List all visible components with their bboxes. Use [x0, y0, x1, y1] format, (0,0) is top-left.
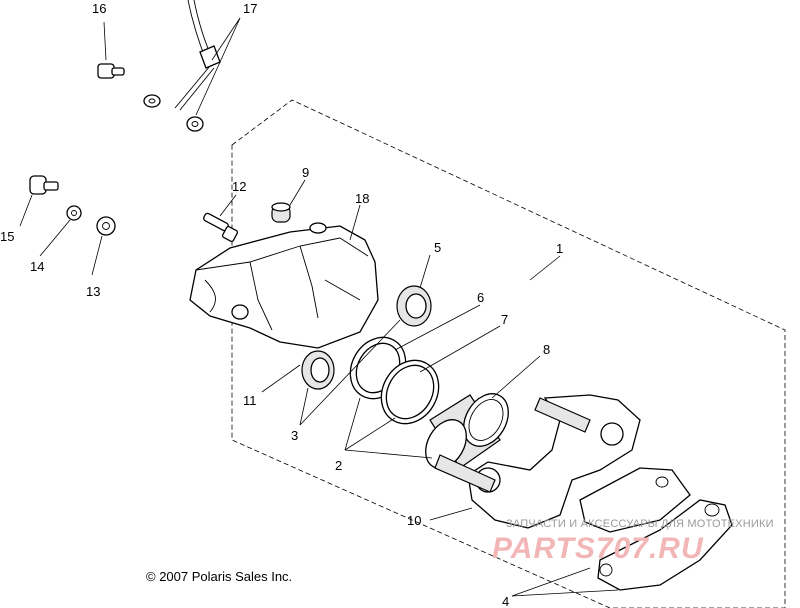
callout-18: 18	[355, 191, 369, 206]
piston-8-part	[425, 393, 509, 469]
watermark-tagline: ЗАПЧАСТИ И АКСЕССУАРЫ ДЛЯ МОТОТЕХНИКИ	[506, 518, 774, 530]
callout-2: 2	[335, 458, 342, 473]
leader-lines	[19, 17, 619, 597]
callout-14: 14	[30, 259, 44, 274]
caliper-body-part	[189, 222, 379, 349]
washer-14-part	[66, 205, 82, 221]
washer-17b-hole	[191, 121, 199, 127]
copyright-text: © 2007 Polaris Sales Inc.	[146, 569, 292, 584]
callout-15: 15	[0, 229, 14, 244]
bleeder-12-part	[203, 212, 239, 243]
seal-3a-part	[301, 350, 335, 390]
brake-line-part	[174, 0, 221, 111]
seal-3b-part	[396, 285, 432, 327]
callout-16: 16	[92, 1, 106, 16]
callout-6: 6	[477, 290, 484, 305]
bolt-15-part	[29, 175, 59, 195]
callout-10: 10	[407, 513, 421, 528]
washer-13-hole	[102, 222, 110, 230]
callout-5: 5	[434, 240, 441, 255]
watermark-brand: PARTS707.RU	[492, 532, 704, 565]
callout-13: 13	[86, 284, 100, 299]
bolt-16-part	[97, 63, 125, 79]
callout-3: 3	[291, 428, 298, 443]
washer-13-part	[96, 216, 116, 236]
washer-17a-part	[143, 94, 161, 108]
bracket-10-part	[434, 394, 641, 529]
washer-17a-hole	[148, 98, 156, 104]
brake-pad-4b-part	[597, 499, 733, 591]
callout-8: 8	[543, 342, 550, 357]
callout-1: 1	[556, 241, 563, 256]
callout-4: 4	[502, 594, 509, 608]
seal-ring-7-part	[380, 359, 440, 425]
assembly-outline	[231, 99, 786, 608]
brake-pad-4a-part	[579, 467, 691, 533]
washer-14-hole	[71, 210, 77, 216]
cap-9-part	[271, 202, 291, 223]
callout-7: 7	[501, 312, 508, 327]
callout-9: 9	[302, 165, 309, 180]
callout-11: 11	[243, 393, 257, 408]
washer-17b-part	[186, 116, 204, 132]
callout-12: 12	[232, 179, 246, 194]
callout-17: 17	[243, 1, 257, 16]
